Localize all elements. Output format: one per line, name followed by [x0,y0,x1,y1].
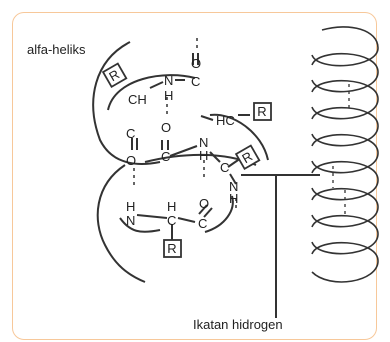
r-group-box-right [253,102,272,121]
ch-atom: CH [128,92,147,107]
hydrogen-bond-label: Ikatan hidrogen [193,317,283,332]
c-atom-middle: C [161,149,170,164]
helix-backbone-upper [92,41,161,165]
c-atom-left: C [126,126,135,141]
helix-backbone-right [209,113,269,161]
r-group-box-top-left [101,62,128,89]
helix-backbone-lower [204,195,234,233]
n-atom-top: N [164,73,173,88]
hc-atom: HC [216,113,235,128]
helix-backbone-bottom [119,217,161,233]
o-atom-left: O [126,153,136,168]
h-atom-left: H [126,199,135,214]
helix-backbone-top-ring [107,74,196,111]
r-group-box-bottom [163,239,182,258]
r-atom-right: R [257,104,266,119]
n-atom-left: N [126,213,135,228]
o-atom-middle: O [161,120,171,135]
n-atom-right: N [229,179,238,194]
r-atom-bottom: R [167,241,176,256]
c-atom-right: C [220,160,229,175]
helix-backbone-left [96,164,146,283]
c-atom-bottom-right: C [198,216,207,231]
n-atom-middle: N [199,135,208,150]
h-atom-bottom: H [167,199,176,214]
helix-coil-model [311,26,379,283]
h-atom-right: H [229,191,238,206]
c-atom-top: C [191,74,200,89]
alpha-helix-label: alfa-heliks [27,42,86,57]
o-atom-bottom: O [199,196,209,211]
r-group-box-middle [234,144,261,171]
h-atom-top: H [164,88,173,103]
o-atom-top: O [191,56,201,71]
c-atom-bottom: C [167,213,176,228]
h-atom-middle: H [199,148,208,163]
